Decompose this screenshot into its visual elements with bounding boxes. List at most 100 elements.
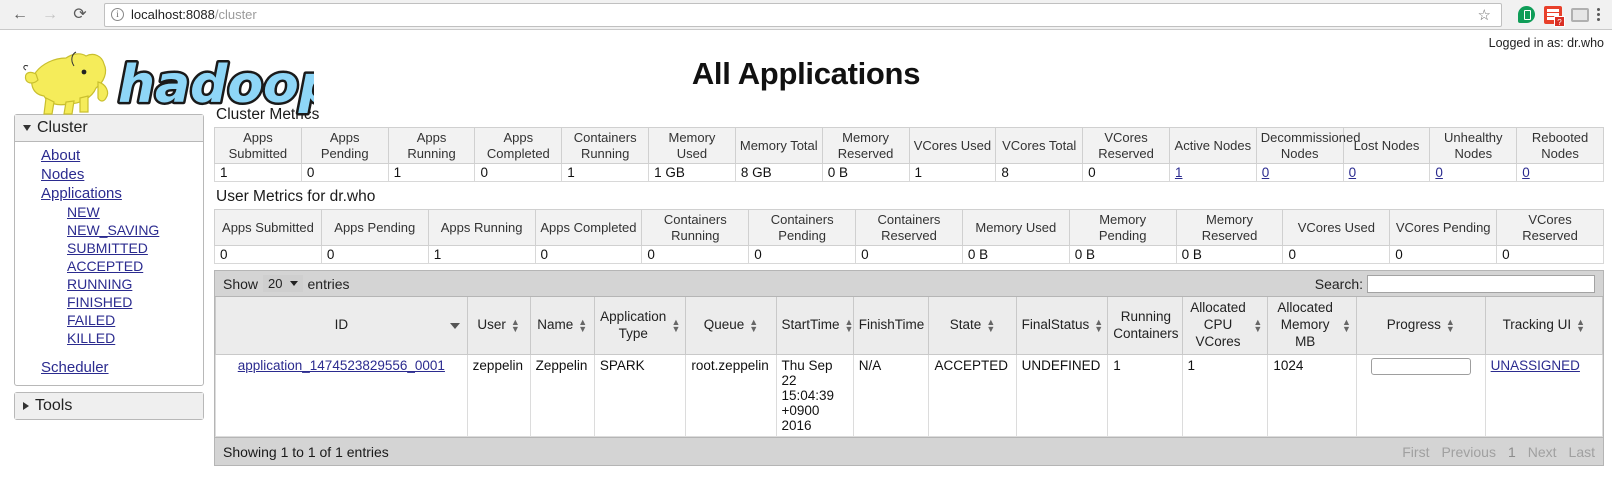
bookmark-star-icon[interactable]: ☆ xyxy=(1477,6,1491,24)
sidebar-item-scheduler[interactable]: Scheduler xyxy=(41,359,109,376)
cluster-metric-value-decommissioned-nodes[interactable]: 0 xyxy=(1255,163,1344,183)
application-id-link[interactable]: application_1474523829556_0001 xyxy=(237,358,445,373)
user-metric-value-containers-pending: 0 xyxy=(748,245,857,265)
sidebar-item-applications[interactable]: Applications xyxy=(41,185,122,202)
sidebar-item-new[interactable]: NEW xyxy=(67,204,100,220)
url-host: localhost:8088 xyxy=(131,7,215,22)
cluster-metric-header-active-nodes: Active Nodes xyxy=(1168,126,1257,165)
svg-text:hadoop: hadoop xyxy=(118,55,314,115)
nav-block-cluster: Cluster About Nodes Applications NEW NEW… xyxy=(14,114,204,386)
sidebar-item-submitted[interactable]: SUBMITTED xyxy=(67,240,148,256)
svg-text:hadoop: hadoop xyxy=(118,55,314,115)
column-header-state[interactable]: State▲▼ xyxy=(928,297,1017,356)
column-header-running-containers[interactable]: Running Containers▲▼ xyxy=(1107,297,1192,356)
column-header-name[interactable]: Name▲▼ xyxy=(529,297,595,356)
metric-link[interactable]: 0 xyxy=(1435,165,1443,181)
sidebar-item-accepted[interactable]: ACCEPTED xyxy=(67,258,144,274)
sidebar-item-failed[interactable]: FAILED xyxy=(67,312,116,328)
sidebar-item-finished[interactable]: FINISHED xyxy=(67,294,133,310)
cell-allocated-cpu-vcores: 1 xyxy=(1181,354,1269,437)
column-header-tracking-ui[interactable]: Tracking UI▲▼ xyxy=(1484,297,1604,356)
page-length-select[interactable]: 20 xyxy=(263,275,303,293)
column-header-progress[interactable]: Progress▲▼ xyxy=(1355,297,1486,356)
browser-menu-icon[interactable] xyxy=(1591,8,1606,21)
search-input[interactable] xyxy=(1367,274,1595,293)
user-metric-header-apps-running: Apps Running xyxy=(427,209,536,247)
todoist-icon[interactable]: ? xyxy=(1544,5,1565,27)
chevron-down-icon xyxy=(23,125,31,131)
cluster-metric-value-memory-total: 8 GB xyxy=(734,163,823,183)
column-header-user[interactable]: User▲▼ xyxy=(466,297,531,356)
sort-desc-icon xyxy=(449,322,460,329)
column-header-allocated-cpu-vcores[interactable]: Allocated CPU VCores▲▼ xyxy=(1181,297,1269,356)
cell-start-time: Thu Sep 22 15:04:39 +0900 2016 xyxy=(775,354,854,437)
column-header-label: Progress xyxy=(1386,317,1441,333)
user-metric-header-containers-pending: Containers Pending xyxy=(748,209,857,247)
pagination-previous[interactable]: Previous xyxy=(1441,443,1496,460)
hangouts-icon[interactable] xyxy=(1518,6,1535,23)
column-header-application-type[interactable]: Application Type▲▼ xyxy=(593,297,687,356)
column-header-label: Application Type xyxy=(600,308,667,341)
column-header-finishtime[interactable]: FinishTime▲▼ xyxy=(852,297,938,356)
sidebar-section-cluster-label: Cluster xyxy=(37,119,88,136)
cell-tracking-ui[interactable]: UNASSIGNED xyxy=(1484,354,1604,437)
pagination-page-1[interactable]: 1 xyxy=(1507,443,1516,460)
sidebar-section-tools[interactable]: Tools xyxy=(15,393,203,419)
cluster-metric-value-rebooted-nodes[interactable]: 0 xyxy=(1516,163,1604,183)
logged-in-label: Logged in as: dr.who xyxy=(1488,36,1604,50)
metric-link[interactable]: 0 xyxy=(1522,165,1530,181)
sidebar-section-cluster[interactable]: Cluster xyxy=(15,115,203,142)
cluster-metric-value-active-nodes[interactable]: 1 xyxy=(1168,163,1257,183)
metric-link[interactable]: 1 xyxy=(1174,165,1183,181)
cluster-metric-value-unhealthy-nodes[interactable]: 0 xyxy=(1429,163,1518,183)
cell-queue: root.zeppelin xyxy=(685,354,777,437)
forward-icon[interactable]: → xyxy=(42,5,58,23)
metric-link[interactable]: 0 xyxy=(1261,165,1270,181)
cluster-metric-header-apps-submitted: Apps Submitted xyxy=(214,126,302,165)
sort-both-icon: ▲▼ xyxy=(1445,316,1455,334)
sidebar-item-new-saving[interactable]: NEW_SAVING xyxy=(67,222,160,238)
pagination-next[interactable]: Next xyxy=(1527,443,1557,460)
cell-allocated-memory-mb: 1024 xyxy=(1267,354,1357,437)
metric-link[interactable]: 0 xyxy=(1348,165,1357,181)
sidebar: Cluster About Nodes Applications NEW NEW… xyxy=(14,106,204,466)
column-header-label: FinalStatus xyxy=(1021,317,1090,333)
cluster-metric-header-vcores-used: VCores Used xyxy=(908,126,997,165)
site-info-icon[interactable]: i xyxy=(111,8,124,21)
column-header-id[interactable]: ID xyxy=(215,297,468,356)
back-icon[interactable]: ← xyxy=(12,5,28,23)
tracking-ui-link[interactable]: UNASSIGNED xyxy=(1490,358,1580,373)
user-metric-value-memory-reserved: 0 B xyxy=(1175,245,1284,265)
column-header-finalstatus[interactable]: FinalStatus▲▼ xyxy=(1015,297,1109,356)
column-header-allocated-memory-mb[interactable]: Allocated Memory MB▲▼ xyxy=(1267,297,1357,356)
reload-icon[interactable]: ⟳ xyxy=(73,5,87,23)
user-metric-header-vcores-reserved: VCores Reserved xyxy=(1496,209,1604,247)
column-header-label: User xyxy=(477,317,506,333)
pagination-first[interactable]: First xyxy=(1402,443,1430,460)
sidebar-item-killed[interactable]: KILLED xyxy=(67,330,116,346)
sidebar-item-running[interactable]: RUNNING xyxy=(67,276,133,292)
column-header-label: Name xyxy=(537,317,574,333)
cluster-metric-header-memory-total: Memory Total xyxy=(734,126,823,165)
cluster-metric-value-lost-nodes[interactable]: 0 xyxy=(1342,163,1431,183)
column-header-queue[interactable]: Queue▲▼ xyxy=(685,297,777,356)
page-length-value: 20 xyxy=(268,276,283,292)
url-text: localhost:8088/cluster xyxy=(131,7,257,22)
column-header-starttime[interactable]: StartTime▲▼ xyxy=(775,297,854,356)
show-label: Show xyxy=(223,275,259,292)
cell-finish-time: N/A xyxy=(852,354,930,437)
cast-icon[interactable] xyxy=(1571,7,1589,22)
pagination-last[interactable]: Last xyxy=(1568,443,1595,460)
user-metric-value-vcores-reserved: 0 xyxy=(1496,245,1604,265)
address-bar[interactable]: i localhost:8088/cluster ☆ xyxy=(104,2,1502,27)
cell-id[interactable]: application_1474523829556_0001 xyxy=(215,354,468,437)
sidebar-item-nodes[interactable]: Nodes xyxy=(41,166,85,183)
cluster-metric-header-decommissioned-nodes: Decommissioned Nodes xyxy=(1255,126,1360,165)
sidebar-item-about[interactable]: About xyxy=(41,147,81,164)
nav-block-tools: Tools xyxy=(14,392,204,420)
